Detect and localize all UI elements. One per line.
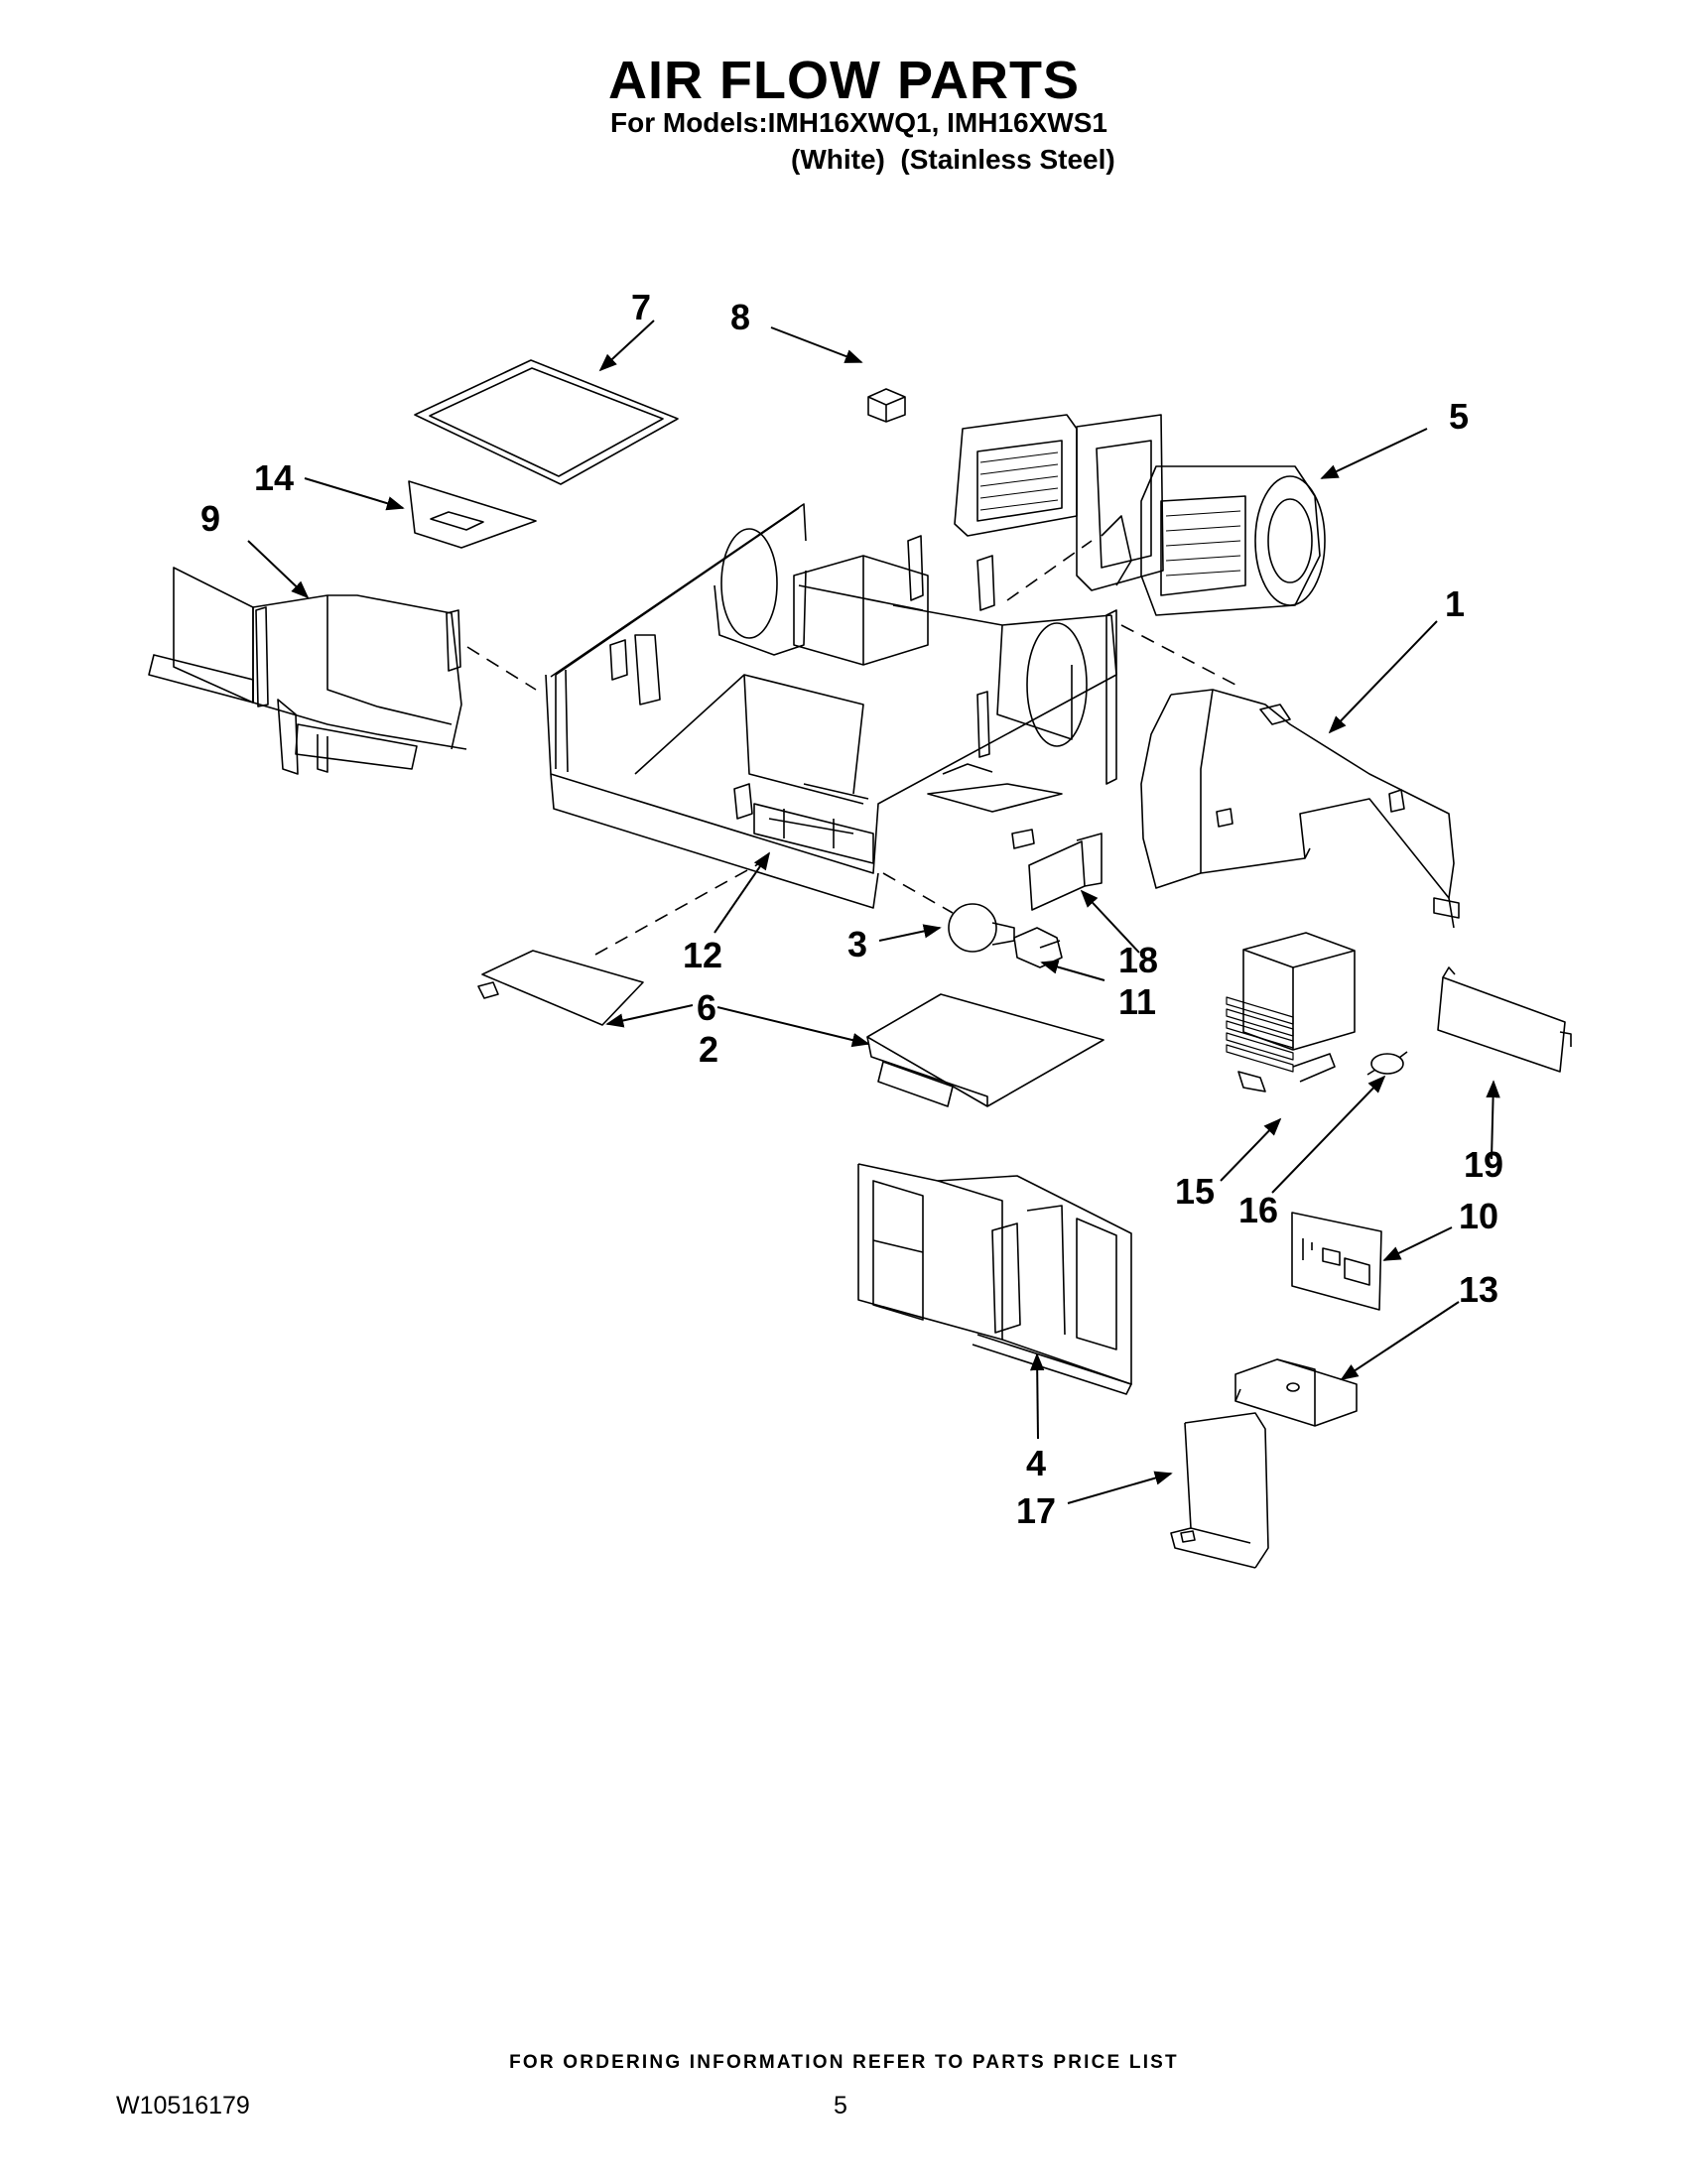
part-18-bracket	[1028, 833, 1103, 911]
part-15-transformer	[1226, 932, 1356, 1092]
part-5-blower-motor	[954, 414, 1326, 616]
part-3-lamp	[948, 903, 1015, 953]
callout-7: 7	[631, 287, 651, 327]
page-title: AIR FLOW PARTS	[608, 51, 1080, 110]
callout-14: 14	[254, 457, 294, 498]
callout-19: 19	[1464, 1144, 1503, 1185]
part-1-air-duct	[1140, 689, 1460, 929]
page-number: 5	[834, 2092, 847, 2120]
assembly-lines	[466, 540, 1236, 956]
part-2-plate	[477, 950, 644, 1026]
callout-16: 16	[1238, 1190, 1278, 1230]
part-9-air-duct	[148, 567, 467, 775]
model-variants-line: (White) (Stainless Steel)	[791, 144, 1115, 175]
callout-8: 8	[730, 297, 750, 337]
callout-5: 5	[1449, 396, 1469, 437]
part-13-mounting-bracket	[1234, 1358, 1358, 1427]
part-6-grease-filter	[866, 993, 1104, 1107]
part-19-bracket-plate	[1437, 966, 1572, 1073]
models-line: For Models:IMH16XWQ1, IMH16XWS1	[610, 107, 1107, 138]
callout-10: 10	[1459, 1196, 1498, 1236]
part-14-plate	[408, 480, 537, 549]
part-17-duct-extension	[1170, 1412, 1269, 1569]
callout-leaders	[247, 320, 1500, 1504]
part-16-thermal-switch	[1366, 1051, 1408, 1076]
callout-2: 2	[699, 1029, 718, 1070]
callout-6: 6	[697, 987, 716, 1028]
main-chassis-base	[545, 503, 1117, 909]
part-4-vent-plate	[857, 1163, 1132, 1395]
callout-1: 1	[1445, 583, 1465, 624]
callout-13: 13	[1459, 1269, 1498, 1310]
callout-3: 3	[847, 924, 867, 964]
callout-15: 15	[1175, 1171, 1215, 1212]
part-7-filter	[414, 359, 679, 485]
callout-9: 9	[200, 498, 220, 539]
callout-4: 4	[1026, 1443, 1046, 1483]
callout-17: 17	[1016, 1490, 1056, 1531]
part-10-control-board	[1291, 1212, 1382, 1311]
callout-numbers: 7 8 5 14 9 1 12 3 18 11 6 2 15 16 19 10 …	[200, 287, 1503, 1531]
part-11-lamp-socket	[1013, 927, 1063, 968]
callout-12: 12	[683, 935, 722, 975]
document-number: W10516179	[116, 2092, 250, 2120]
callout-11: 11	[1118, 981, 1156, 1022]
callout-18: 18	[1118, 940, 1158, 980]
ordering-note: FOR ORDERING INFORMATION REFER TO PARTS …	[509, 2052, 1179, 2073]
part-8-switch	[867, 388, 906, 423]
